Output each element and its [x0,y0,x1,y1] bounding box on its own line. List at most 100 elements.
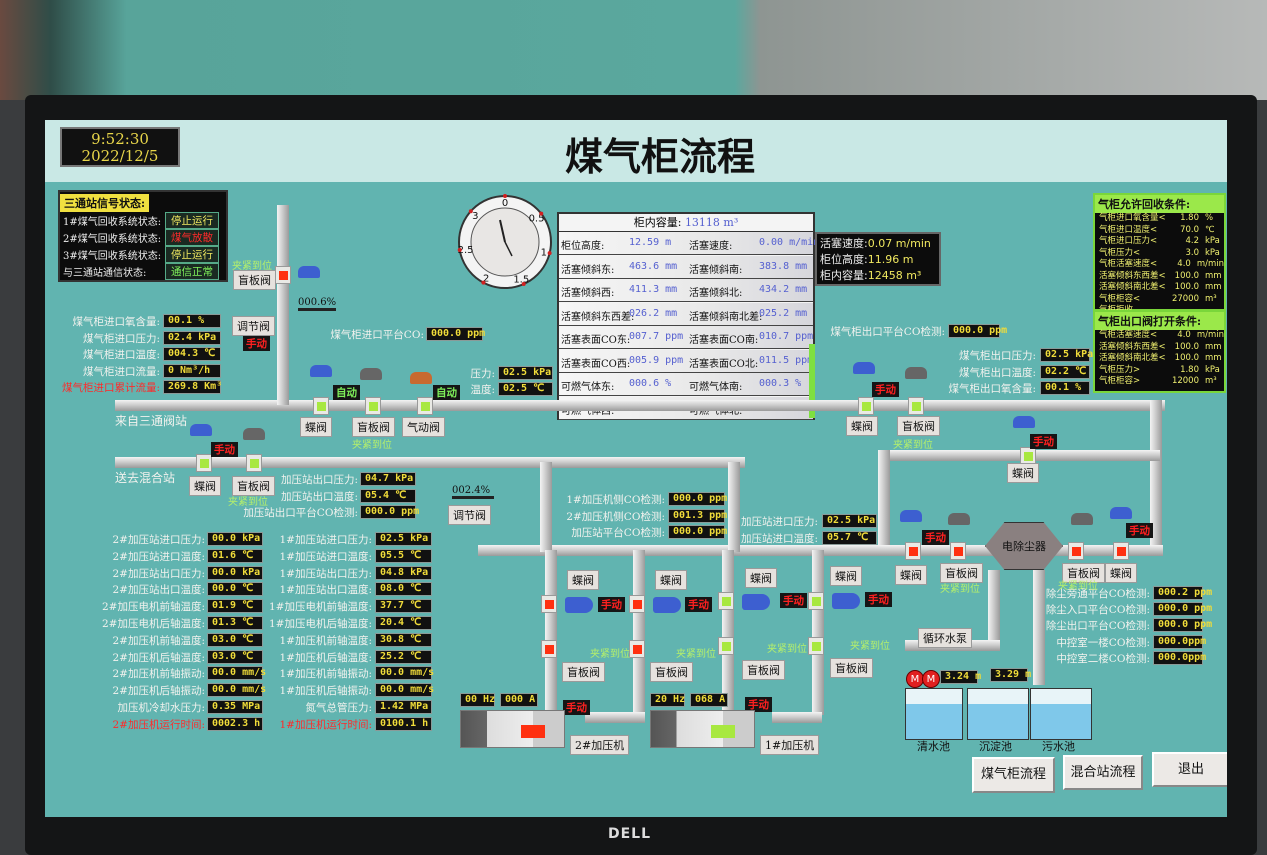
condition-value: 4.2 [1185,236,1199,246]
butterfly-valve-button[interactable]: 蝶阀 [655,570,687,590]
valve-body[interactable] [313,397,329,415]
valve-state-indicator [279,271,288,280]
valve-body[interactable] [1068,542,1084,560]
dial-tick-mark [521,282,526,287]
booster2-label: 2#加压站进口温度: [112,550,205,563]
valve-body[interactable] [541,595,557,613]
booster1-label: 氮气总管压力: [305,702,372,714]
valve-body[interactable] [808,592,824,610]
manual-mode-tag[interactable]: 手动 [745,697,772,712]
valve-body[interactable] [718,592,734,610]
manual-mode-tag[interactable]: 手动 [1126,523,1153,538]
butterfly-valve-button[interactable]: 蝶阀 [567,570,599,590]
valve-state-indicator [1024,452,1033,461]
condition-value: 27000 [1171,293,1199,304]
status-label: 2#煤气回收系统状态: [63,234,162,245]
valve-body[interactable] [246,454,262,472]
booster2-value: 00.0 kPa [207,532,263,546]
gasholder-flow-button[interactable]: 煤气柜流程 [972,757,1055,793]
condition-unit: kPa [1205,236,1220,246]
dial-needle-tail [504,241,513,257]
manual-mode-tag[interactable]: 手动 [1030,434,1057,449]
gauge-dial: 00.511.522.53 [458,194,552,289]
butterfly-actuator-icon [653,597,681,613]
clamped-status: 夹紧到位 [767,644,807,655]
valve-body[interactable] [905,542,921,560]
manual-mode-tag[interactable]: 手动 [563,700,590,715]
tank-label: 活塞倾斜北: [689,288,743,299]
manual-mode-tag[interactable]: 手动 [211,442,238,457]
valve-body[interactable] [629,595,645,613]
mixing-station-flow-button[interactable]: 混合站流程 [1063,755,1143,790]
inlet-co-label: 煤气柜进口平台CO: [330,329,424,341]
blind-valve-button[interactable]: 盲板阀 [1062,563,1105,583]
regulating-valve-button[interactable]: 调节阀 [232,316,275,336]
butterfly-valve-button[interactable]: 蝶阀 [830,566,862,586]
compressor-name[interactable]: 2#加压机 [570,735,630,755]
butterfly-valve-button[interactable]: 蝶阀 [1007,463,1039,483]
manual-mode-tag[interactable]: 手动 [922,530,949,545]
blind-valve-button[interactable]: 盲板阀 [233,270,276,290]
booster1-label: 1#加压电机前轴温度: [268,601,372,614]
manual-mode-tag[interactable]: 手动 [872,382,899,397]
clamped-status: 夹紧到位 [1058,581,1098,592]
dial-tick-label: 0.5 [529,213,545,224]
regulating-valve-button[interactable]: 调节阀 [448,505,491,525]
exit-button[interactable]: 退出 [1152,752,1227,787]
butterfly-valve-button[interactable]: 蝶阀 [895,565,927,585]
butterfly-valve-button[interactable]: 蝶阀 [300,417,332,437]
conditions-title: 气柜允许回收条件: [1095,195,1224,213]
butterfly-valve-button[interactable]: 蝶阀 [189,476,221,496]
manual-mode-tag[interactable]: 手动 [685,597,712,612]
condition-unit: ℃ [1205,224,1215,235]
valve-body[interactable] [808,637,824,655]
valve-body[interactable] [950,542,966,560]
valve-body[interactable] [417,397,433,415]
auto-mode-tag[interactable]: 自动 [333,385,360,400]
valve-body[interactable] [858,397,874,415]
tank-label: 活塞速度: [689,241,733,252]
compressor-name[interactable]: 1#加压机 [760,735,820,755]
condition-row: 气柜进口氧含量<1.80% [1095,213,1224,225]
blind-valve-button[interactable]: 盲板阀 [650,662,693,682]
butterfly-actuator-icon [742,594,770,610]
clamped-status: 夹紧到位 [893,440,933,451]
blind-valve-button[interactable]: 盲板阀 [232,476,275,496]
butterfly-valve-button[interactable]: 蝶阀 [1105,563,1137,583]
tank-label: 可燃气体东: [561,382,615,393]
capacity-value: 13118 m³ [684,216,739,229]
valve-body[interactable] [718,637,734,655]
valve-body[interactable] [629,640,645,658]
tank-value: 011.5 ppm [759,354,814,366]
condition-label: 活塞倾斜南北差< [1099,353,1166,363]
valve-body[interactable] [1113,542,1129,560]
pipe [988,570,1000,640]
pneumatic-valve-button[interactable]: 气动阀 [402,417,445,437]
blind-valve-button[interactable]: 盲板阀 [940,563,983,583]
manual-mode-tag[interactable]: 手动 [243,336,270,351]
auto-mode-tag[interactable]: 自动 [433,385,460,400]
outlet-label: 煤气柜出口氧含量: [948,383,1036,395]
blind-valve-button[interactable]: 盲板阀 [897,416,940,436]
valve-body[interactable] [365,397,381,415]
blind-valve-button[interactable]: 盲板阀 [562,662,605,682]
manual-mode-tag[interactable]: 手动 [780,593,807,608]
condition-unit: % [1205,213,1214,223]
blind-valve-button[interactable]: 盲板阀 [830,658,873,678]
butterfly-valve-button[interactable]: 蝶阀 [745,568,777,588]
valve-body[interactable] [196,454,212,472]
blind-valve-button[interactable]: 盲板阀 [352,417,395,437]
valve-body[interactable] [275,266,291,284]
blind-valve-button[interactable]: 盲板阀 [742,660,785,680]
valve-body[interactable] [541,640,557,658]
manual-mode-tag[interactable]: 手动 [598,597,625,612]
circulating-pump-button[interactable]: 循环水泵 [918,628,972,648]
manual-mode-tag[interactable]: 手动 [865,592,892,607]
butterfly-valve-button[interactable]: 蝶阀 [846,416,878,436]
compressor-frequency: 20 Hz [650,693,685,707]
valve-body[interactable] [908,397,924,415]
tank-value: 0.00 m/min [759,237,820,248]
